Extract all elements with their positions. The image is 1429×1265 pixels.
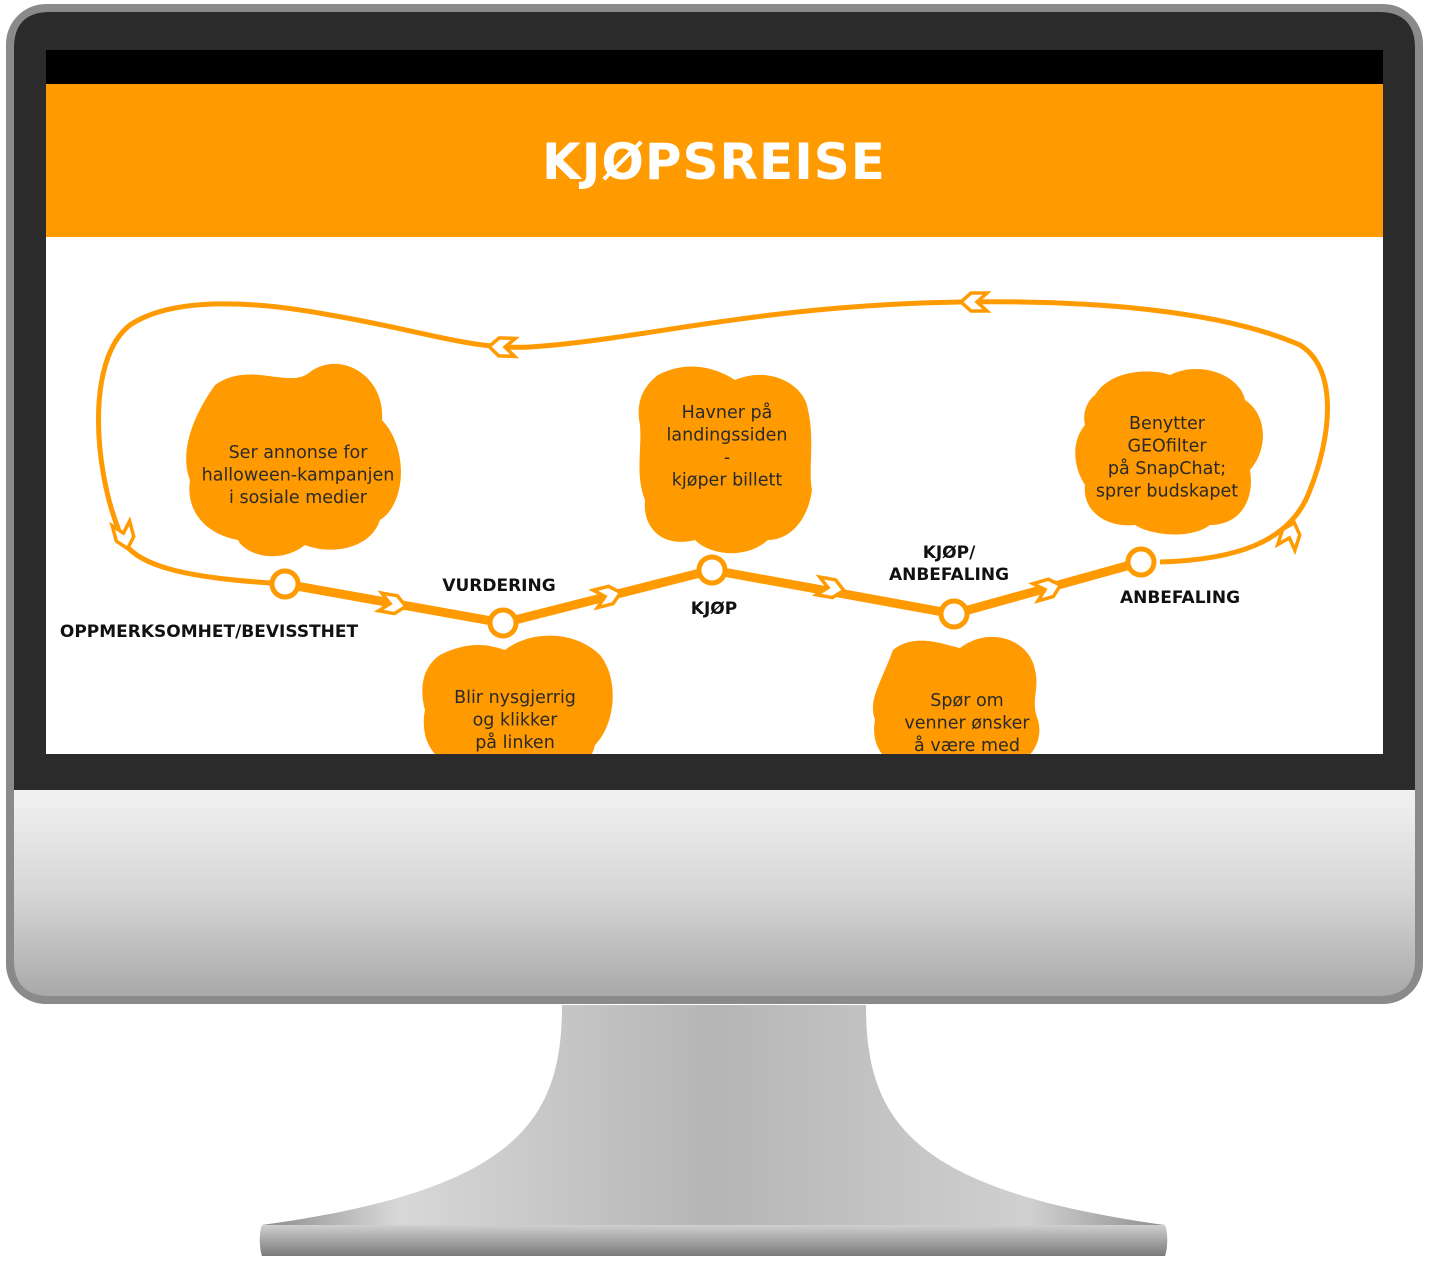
text-line: GEOfilter bbox=[1127, 437, 1207, 457]
text-line: å være med bbox=[914, 735, 1020, 756]
arrow-left-icon bbox=[486, 336, 520, 359]
text-line: på linken bbox=[475, 732, 555, 753]
node-recommend bbox=[1125, 546, 1157, 578]
text-line: Benytter bbox=[1129, 414, 1206, 434]
arrow-right-icon bbox=[811, 574, 847, 600]
arrow-right-icon bbox=[1028, 577, 1063, 604]
node-awareness bbox=[269, 568, 301, 600]
node-consideration bbox=[487, 607, 519, 639]
monitor-neck bbox=[262, 1005, 1165, 1252]
text-line: VURDERING bbox=[442, 576, 555, 596]
cloud-awareness bbox=[186, 363, 401, 557]
clouds bbox=[186, 363, 1263, 754]
text-line: venner ønsker bbox=[904, 714, 1030, 734]
monitor-chin bbox=[14, 790, 1415, 996]
text-line: ANBEFALING bbox=[1120, 588, 1240, 608]
text-line: Havner på bbox=[682, 402, 773, 423]
return-loop-path bbox=[96, 299, 1330, 587]
text-line: - bbox=[724, 448, 730, 468]
text-line: på SnapChat; bbox=[1108, 458, 1226, 479]
cloud-text-purchase: Havner på landingssiden- kjøper billett bbox=[667, 402, 788, 491]
text-line: Blir nysgjerrig bbox=[454, 688, 576, 708]
node-purchase bbox=[696, 554, 728, 586]
text-line: Ser annonse for bbox=[229, 443, 369, 463]
stage-label-awareness: OPPMERKSOMHET/BEVISSTHET bbox=[60, 622, 359, 642]
journey-nodes bbox=[269, 546, 1157, 639]
arrow-down-icon bbox=[109, 516, 136, 552]
text-line: halloween-kampanjen bbox=[202, 466, 395, 486]
stage-label-purchase: KJØP bbox=[691, 599, 737, 619]
cloud-purchase bbox=[638, 366, 812, 554]
cloud-purchase-recommend bbox=[872, 636, 1040, 754]
cloud-consideration bbox=[422, 635, 613, 754]
text-line: Spør om bbox=[930, 691, 1003, 711]
stage-label-purchase-recommend: KJØP/ANBEFALING bbox=[889, 543, 1009, 585]
node-purchase-recommend bbox=[938, 598, 970, 630]
title-banner bbox=[46, 84, 1383, 237]
text-line: OPPMERKSOMHET/BEVISSTHET bbox=[60, 622, 359, 642]
text-line: KJØP bbox=[691, 599, 737, 619]
text-line: og klikker bbox=[473, 711, 559, 731]
cloud-recommend bbox=[1075, 369, 1263, 535]
text-line: landingssiden bbox=[667, 426, 788, 446]
text-line: i sosiale medier bbox=[229, 488, 368, 508]
text-line: ANBEFALING bbox=[889, 565, 1009, 585]
stage-label-recommend: ANBEFALING bbox=[1120, 588, 1240, 608]
stage-labels: OPPMERKSOMHET/BEVISSTHET VURDERING KJØP … bbox=[60, 543, 1240, 642]
text-line: kjøper billett bbox=[672, 471, 783, 491]
arrow-right-icon bbox=[588, 584, 624, 611]
arrow-up-icon bbox=[1274, 520, 1302, 556]
arrows bbox=[109, 291, 1302, 616]
arrow-left-icon bbox=[958, 291, 992, 313]
text-line: sprer budskapet bbox=[1096, 482, 1238, 502]
arrow-right-icon bbox=[373, 590, 409, 616]
stage-label-consideration: VURDERING bbox=[442, 576, 555, 596]
monitor-base bbox=[259, 1225, 1168, 1256]
slide-title: KJØPSREISE bbox=[542, 133, 886, 191]
text-line: KJØP/ bbox=[923, 543, 976, 563]
